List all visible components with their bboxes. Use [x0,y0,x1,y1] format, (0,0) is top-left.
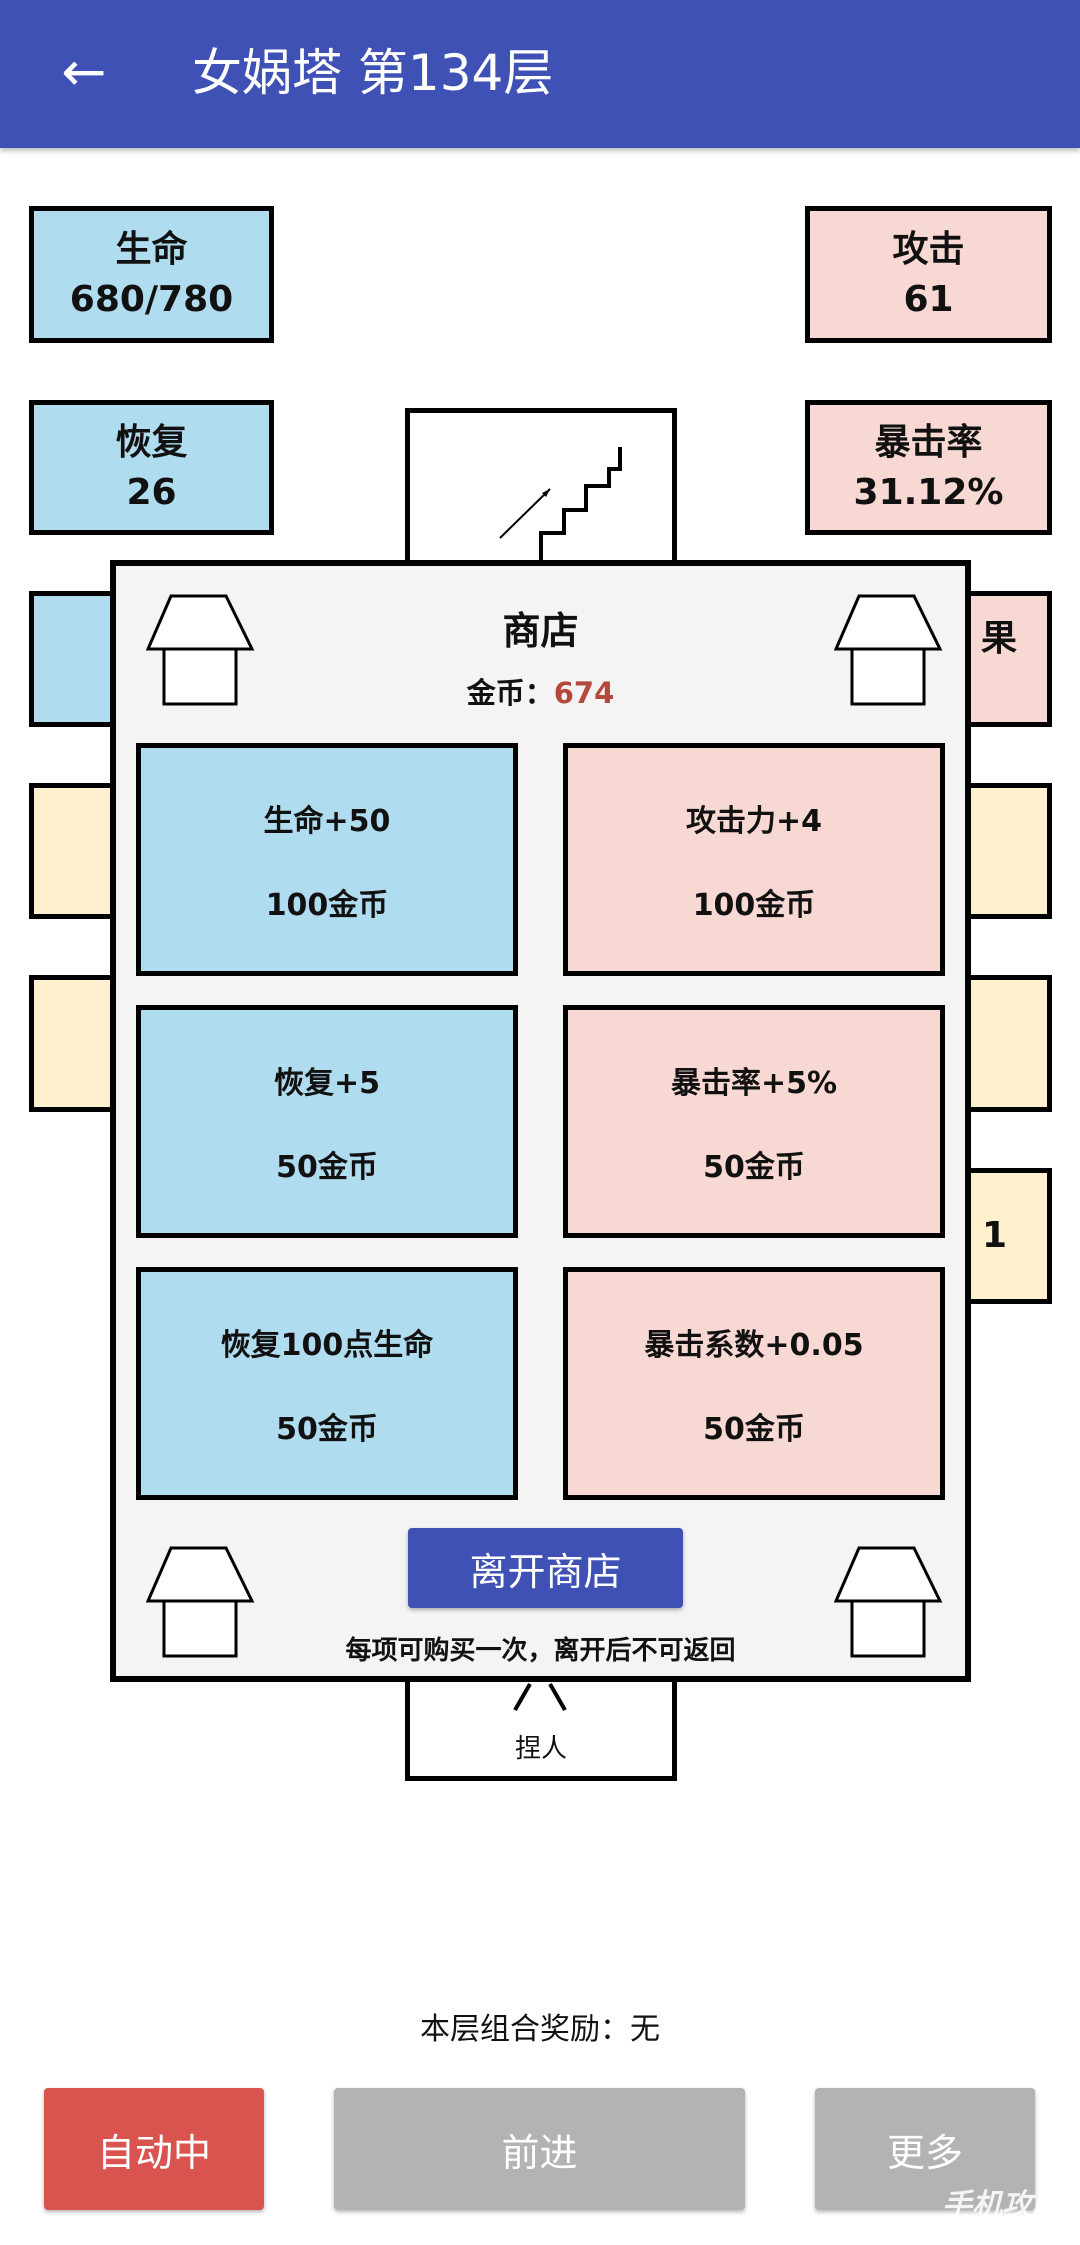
stat-regen: 恢复 26 [29,400,274,535]
page-title: 女娲塔 第134层 [192,44,554,102]
combo-reward: 本层组合奖励：无 [420,2012,660,2047]
shop-item-regen[interactable]: 恢复+5 50金币 [136,1005,518,1238]
back-button[interactable]: ← [52,40,116,104]
item-price: 50金币 [276,1149,378,1185]
stat-value: 1 [982,1215,1008,1256]
item-name: 攻击力+4 [685,803,822,839]
stat-hp: 生命 680/780 [29,206,274,343]
leave-shop-button[interactable]: 离开商店 [408,1528,683,1608]
item-name: 恢复100点生命 [220,1327,434,1363]
stat-attack: 攻击 61 [805,206,1052,343]
gold-display: 金币：674 [116,670,965,712]
stat-value: 680/780 [69,278,234,320]
stat-label: 生命 [115,228,188,270]
lamp-icon [834,594,943,706]
stat-label: 果 [980,618,1017,659]
stat-value: 61 [903,278,954,320]
shop-title: 商店 [502,609,579,653]
shop-note: 每项可购买一次，离开后不可返回 [345,1636,736,1666]
shop-item-crit-rate[interactable]: 暴击率+5% 50金币 [563,1005,945,1238]
shop-dialog: 商店 金币：674 生命+50 100金币 攻击力+4 100金币 恢复+5 50金币… [110,560,971,1682]
stat-label: 攻击 [892,228,965,270]
item-name: 暴击率+5% [670,1065,838,1101]
room-label: 捏人 [514,1734,567,1764]
item-name: 恢复+5 [273,1065,380,1101]
watermark: 手机攻略 [942,2188,1062,2223]
item-price: 100金币 [265,887,389,923]
stairs-room[interactable] [405,408,677,568]
figure-icon [513,1683,567,1711]
shop-item-hp[interactable]: 生命+50 100金币 [136,743,518,976]
stat-label: 暴击率 [874,421,983,463]
item-name: 生命+50 [263,803,391,839]
item-price: 50金币 [703,1149,805,1185]
gold-label: 金币： [466,676,554,710]
auto-button[interactable]: 自动中 [44,2088,264,2210]
item-price: 50金币 [276,1411,378,1447]
lamp-icon [146,594,255,706]
item-price: 100金币 [692,887,816,923]
character-room[interactable]: 捏人 [405,1675,677,1781]
more-button[interactable]: 更多 [815,2088,1035,2210]
forward-button[interactable]: 前进 [334,2088,745,2210]
stat-value: 26 [126,471,177,513]
app-bar: ← 女娲塔 第134层 [0,0,1080,148]
stat-crit-rate: 暴击率 31.12% [805,400,1052,535]
shop-item-attack[interactable]: 攻击力+4 100金币 [563,743,945,976]
arrow-left-icon: ← [61,40,107,103]
stairs-up-icon [499,447,622,563]
stat-value: 31.12% [853,471,1004,513]
lamp-icon [834,1546,943,1658]
item-name: 暴击系数+0.05 [644,1327,864,1363]
gold-value: 674 [553,676,615,710]
item-price: 50金币 [703,1411,805,1447]
stat-label: 恢复 [115,421,188,463]
lamp-icon [146,1546,255,1658]
shop-item-crit-multiplier[interactable]: 暴击系数+0.05 50金币 [563,1267,945,1500]
shop-item-heal[interactable]: 恢复100点生命 50金币 [136,1267,518,1500]
